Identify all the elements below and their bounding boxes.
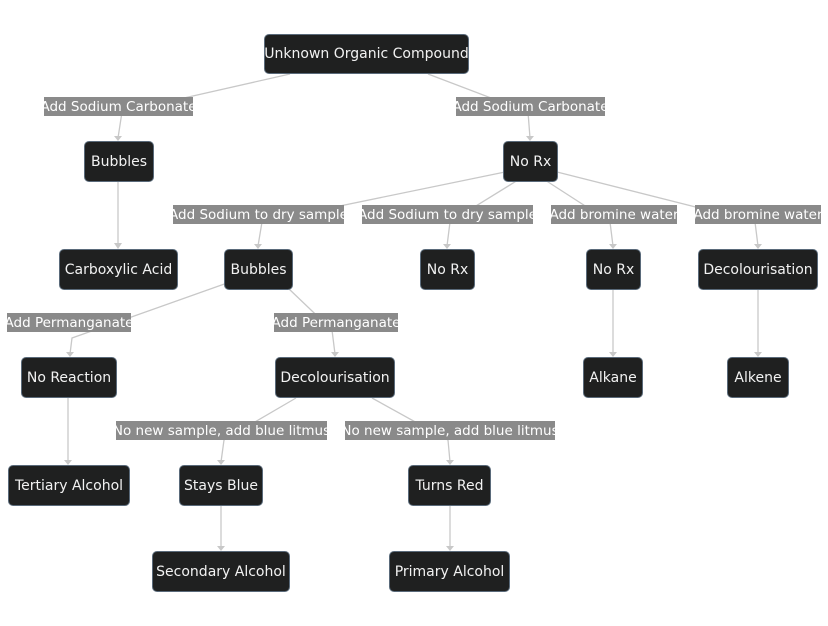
node-no-rx-3[interactable]: No Rx <box>586 249 641 290</box>
edge-label-permanganate-2: Add Permanganate <box>271 313 401 332</box>
arrowhead <box>114 136 122 141</box>
arrowhead <box>754 244 762 249</box>
node-alkene[interactable]: Alkene <box>727 357 789 398</box>
node-bubbles-2[interactable]: Bubbles <box>224 249 293 290</box>
arrowhead <box>526 136 534 141</box>
node-turns-red[interactable]: Turns Red <box>408 465 491 506</box>
arrowhead <box>446 546 454 551</box>
arrowhead <box>254 244 262 249</box>
node-decolourisation-1[interactable]: Decolourisation <box>698 249 818 290</box>
node-primary-alcohol[interactable]: Primary Alcohol <box>389 551 510 592</box>
edge-label-bromine-2: Add bromine water <box>693 205 823 224</box>
arrowhead <box>64 460 72 465</box>
edge-bubbles-2-to-no-reaction <box>69 281 231 355</box>
node-no-rx-2[interactable]: No Rx <box>420 249 475 290</box>
node-alkane[interactable]: Alkane <box>583 357 643 398</box>
node-no-rx-1[interactable]: No Rx <box>503 141 558 182</box>
arrowhead <box>443 244 451 249</box>
edge-label-permanganate-1: Add Permanganate <box>4 313 134 332</box>
node-stays-blue[interactable]: Stays Blue <box>179 465 263 506</box>
arrowhead <box>331 352 339 357</box>
edge-decolourisation-2-to-turns-red <box>371 397 451 463</box>
node-decolourisation-2[interactable]: Decolourisation <box>275 357 395 398</box>
node-tertiary-alcohol[interactable]: Tertiary Alcohol <box>8 465 130 506</box>
edge-label-sodium-1: Add Sodium to dry sample <box>169 205 348 224</box>
arrowhead <box>66 352 74 357</box>
arrowhead <box>609 244 617 249</box>
arrowhead <box>217 546 225 551</box>
node-unknown-organic-compound[interactable]: Unknown Organic Compound <box>264 34 469 74</box>
edge-label-litmus-1: No new sample, add blue litmus <box>112 421 331 440</box>
node-carboxylic-acid[interactable]: Carboxylic Acid <box>59 249 178 290</box>
edge-label-carbonate-left: Add Sodium Carbonate <box>40 97 197 116</box>
arrowhead <box>446 460 454 465</box>
edge-decolourisation-2-to-stays-blue <box>220 397 297 463</box>
arrowhead <box>754 352 762 357</box>
arrowhead <box>217 460 225 465</box>
arrowhead <box>114 243 122 249</box>
edge-label-bromine-1: Add bromine water <box>549 205 679 224</box>
edge-label-litmus-2: No new sample, add blue litmus <box>341 421 559 440</box>
edge-label-sodium-2: Add Sodium to dry sample <box>358 205 537 224</box>
edge-label-carbonate-right: Add Sodium Carbonate <box>452 97 609 116</box>
node-bubbles-1[interactable]: Bubbles <box>84 141 154 182</box>
arrowhead <box>609 352 617 357</box>
node-secondary-alcohol[interactable]: Secondary Alcohol <box>152 551 290 592</box>
node-no-reaction[interactable]: No Reaction <box>21 357 117 398</box>
